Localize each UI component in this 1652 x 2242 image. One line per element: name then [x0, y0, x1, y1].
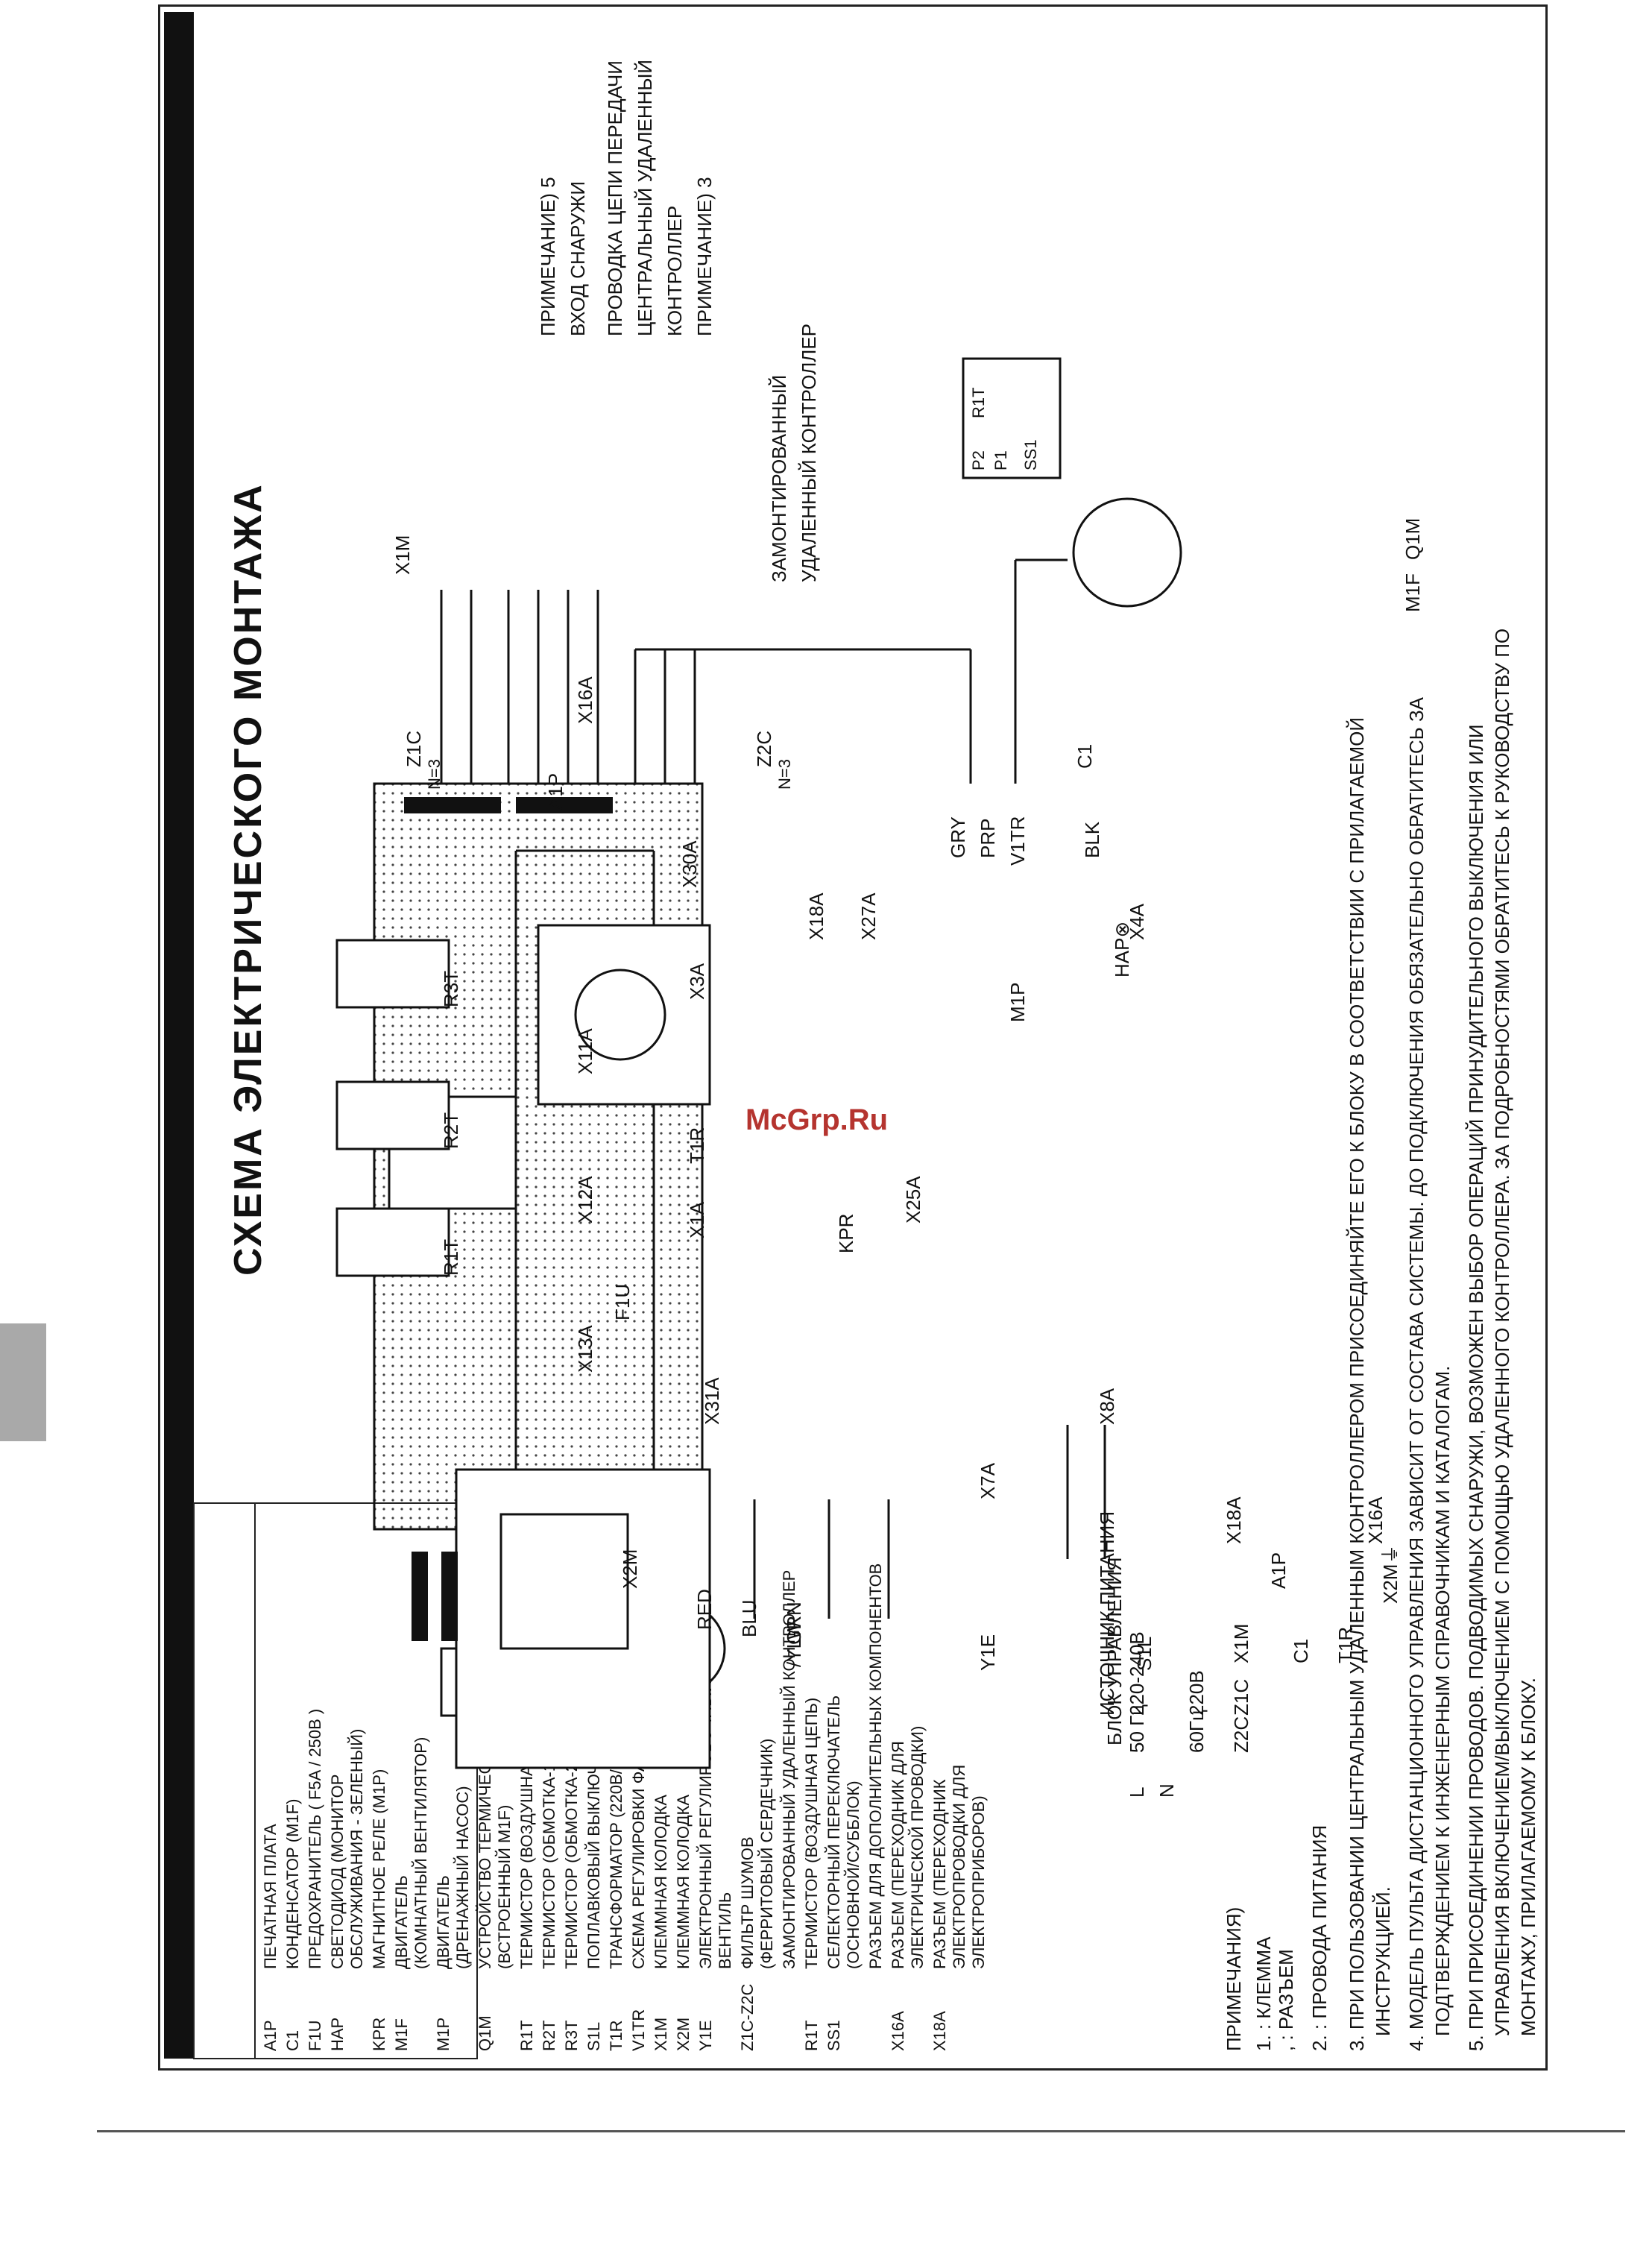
- cbox-x1m: X1M: [1230, 1623, 1252, 1663]
- remote-ss1: SS1: [1021, 439, 1040, 470]
- note-1: 1. : КЛЕММА: [1252, 1936, 1275, 2051]
- label-m1p: M1P: [1006, 982, 1029, 1022]
- label-z2c: Z2C: [753, 730, 775, 767]
- note-2: 2. : ПРОВОДА ПИТАНИЯ: [1308, 1824, 1331, 2051]
- power-f2: 60Гц: [1185, 1710, 1208, 1753]
- m1p-motor-circle: [574, 969, 666, 1061]
- power-n: N: [1156, 1783, 1178, 1798]
- note-4a: 4. МОДЕЛЬ ПУЛЬТА ДИСТАНЦИОННОГО УПРАВЛЕН…: [1405, 696, 1428, 2051]
- label-x18a: X18A: [805, 892, 827, 940]
- remote-wiring-3: КОНТРОЛЛЕР: [663, 205, 686, 336]
- footer-rule: [97, 2130, 1625, 2132]
- label-q1m: Q1M: [1402, 517, 1424, 560]
- cbox-caption: БЛОК УПРАВЛЕНИЯ: [1103, 1557, 1126, 1745]
- label-x1m: X1M: [391, 535, 414, 575]
- label-red: RED: [693, 1589, 716, 1630]
- note-3a: 3. ПРИ ПОЛЬЗОВАНИИ ЦЕНТРАЛЬНЫМ УДАЛЕННЫМ…: [1346, 717, 1368, 2051]
- remote-note5: ПРИМЕЧАНИЕ) 5: [537, 177, 559, 336]
- label-x27a: X27A: [857, 892, 880, 940]
- label-x16a: X16A: [574, 676, 596, 724]
- label-prp: PRP: [977, 818, 999, 858]
- watermark-text: McGrp.Ru: [745, 1103, 889, 1136]
- label-x1a: X1A: [686, 1201, 708, 1238]
- cbox-z1c: Z1C: [1230, 1678, 1252, 1716]
- cbox-c1: C1: [1290, 1638, 1312, 1663]
- remote-p2: P2: [969, 450, 988, 470]
- remote-note3: ПРИМЕЧАНИЕ) 3: [693, 177, 716, 336]
- note-5b: УПРАВЛЕНИЯ ВКЛЮЧЕНИЕМ/ВЫКЛЮЧЕНИЕМ С ПОМО…: [1491, 628, 1513, 2036]
- label-n3-b: N=3: [775, 759, 794, 790]
- label-z1c: Z1C: [403, 730, 425, 767]
- label-r3t: R3T: [440, 970, 462, 1007]
- label-ylw: /YLW: [783, 1621, 805, 1667]
- label-r2t: R2T: [440, 1112, 462, 1149]
- label-hap: HAP⊗: [1111, 921, 1133, 977]
- label-x25a: X25A: [902, 1176, 924, 1224]
- remote-wiring-1: ПРОВОДКА ЦЕПИ ПЕРЕДАЧИ: [604, 60, 626, 336]
- label-x11a: X11A: [574, 1028, 596, 1074]
- remote-input-outside: ВХОД СНАРУЖИ: [567, 180, 589, 336]
- label-blu: BLU: [738, 1599, 760, 1637]
- label-t1r: T1R: [686, 1127, 708, 1164]
- label-f1u: F1U: [611, 1283, 634, 1320]
- label-x12a: X12A: [574, 1176, 596, 1224]
- cbox-x18a: X18A: [1223, 1496, 1245, 1544]
- label-blk: BLK: [1081, 821, 1103, 858]
- note-1b: , : РАЗЪЕМ: [1275, 1949, 1297, 2051]
- remote-p1: P1: [991, 450, 1010, 470]
- cbox-a1p: A1P: [1267, 1552, 1290, 1589]
- remote-embedded-1: ЗАМОНТИРОВАННЫЙ: [768, 374, 790, 582]
- label-a1p: A1P: [544, 772, 567, 810]
- legend-table-lines: [193, 1502, 478, 2059]
- cbox-z2c: Z2C: [1230, 1716, 1252, 1753]
- cbox-x16a: X16A: [1364, 1496, 1387, 1544]
- label-n3-a: N=3: [425, 759, 444, 790]
- power-l: L: [1126, 1786, 1148, 1798]
- label-kpr: KPR: [835, 1213, 857, 1253]
- label-x31a: X31A: [701, 1377, 723, 1425]
- label-r1t: R1T: [440, 1238, 462, 1276]
- label-y1e: Y1E: [977, 1634, 999, 1671]
- notes-heading: ПРИМЕЧАНИЯ): [1223, 1906, 1245, 2051]
- label-x13a: X13A: [574, 1325, 596, 1373]
- label-x7a: X7A: [977, 1462, 999, 1499]
- label-v1tr: V1TR: [1006, 816, 1029, 866]
- wiring-schematic: [335, 357, 1182, 1769]
- label-x3a: X3A: [686, 963, 708, 1000]
- label-x30a: X30A: [678, 840, 701, 888]
- label-gry: GRY: [947, 816, 969, 858]
- page-edge-tab: [0, 1323, 46, 1441]
- power-v1: 220-240В: [1126, 1631, 1148, 1716]
- label-x2m: X2M: [619, 1549, 641, 1589]
- note-3b: ИНСТРУКЦИЕЙ.: [1372, 1886, 1394, 2036]
- label-x8a: X8A: [1096, 1388, 1118, 1425]
- label-c1: C1: [1074, 743, 1096, 769]
- remote-wiring-2: ЦЕНТРАЛЬНЫЙ УДАЛЕННЫЙ: [634, 59, 656, 336]
- note-4b: ПОДТВЕРЖДЕНИЕМ К ИНЖЕНЕРНЫМ СПРАВОЧНИКАМ…: [1431, 1365, 1454, 2036]
- note-5a: 5. ПРИ ПРИСОЕДИНЕНИИ ПРОВОДОВ. ПОДВОДИМЫ…: [1465, 724, 1487, 2051]
- cbox-x2m: X2M⏚: [1379, 1544, 1402, 1604]
- remote-r1t: R1T: [969, 387, 988, 418]
- power-v2: 220В: [1185, 1670, 1208, 1716]
- power-f1: 50 Гц: [1126, 1704, 1148, 1753]
- label-m1f: M1F: [1402, 573, 1424, 612]
- remote-embedded-2: УДАЛЕННЫЙ КОНТРОЛЛЕР: [798, 323, 820, 582]
- note-5c: МОНТАЖУ, ПРИЛАГАЕМОМУ К БЛОКУ.: [1517, 1678, 1539, 2036]
